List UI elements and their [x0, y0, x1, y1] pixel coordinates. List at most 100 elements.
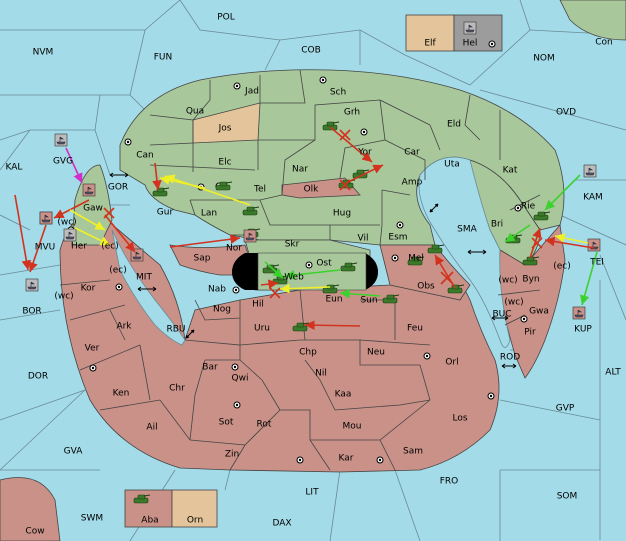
svg-text:Web: Web — [284, 273, 304, 283]
svg-text:Elc: Elc — [218, 158, 231, 168]
land-cow[interactable] — [0, 477, 61, 541]
svg-text:Orl: Orl — [445, 358, 458, 368]
svg-text:Bri: Bri — [491, 220, 503, 230]
orders-green — [264, 174, 598, 306]
svg-text:Jos: Jos — [218, 124, 232, 134]
svg-text:Mel: Mel — [408, 254, 424, 264]
legend-elf-box — [405, 14, 455, 52]
sea-labels: POL COB FUN NVM NOM Con OVD KAL GVG GOR … — [6, 13, 622, 537]
coast-labels: (wc) (ec) (ec) (wc) (ec) (wc) (wc) — [54, 218, 570, 308]
fleet-icon — [463, 21, 477, 35]
svg-text:Zin: Zin — [225, 450, 239, 460]
svg-text:Nog: Nog — [213, 305, 231, 315]
legend-orn-label: Orn — [187, 516, 203, 526]
svg-text:Pir: Pir — [524, 328, 536, 338]
svg-text:Byn: Byn — [522, 275, 539, 285]
sea-lit: LIT — [305, 488, 319, 498]
svg-text:(wc): (wc) — [54, 292, 73, 302]
svg-text:Kar: Kar — [339, 454, 354, 464]
svg-text:Nab: Nab — [208, 285, 226, 295]
sea-kal: KAL — [6, 163, 23, 173]
sea-fun: FUN — [154, 53, 173, 63]
svg-text:Sot: Sot — [219, 418, 234, 428]
svg-text:Chp: Chp — [299, 348, 317, 358]
sea-kup: KUP — [574, 325, 592, 335]
land-con-label: Con — [595, 38, 613, 48]
svg-text:Sap: Sap — [194, 254, 211, 264]
svg-text:Ken: Ken — [113, 389, 130, 399]
svg-text:Ost: Ost — [316, 259, 332, 269]
orders-red — [14, 126, 595, 330]
svg-text:(ec): (ec) — [553, 262, 571, 272]
svg-text:Eld: Eld — [447, 120, 461, 130]
svg-text:Nar: Nar — [292, 165, 308, 175]
svg-text:Kor: Kor — [81, 284, 96, 294]
svg-text:Bar: Bar — [202, 363, 218, 373]
sea-rbu-channel[interactable] — [111, 229, 186, 346]
sea-fro: FRO — [440, 477, 459, 487]
svg-text:Uru: Uru — [254, 324, 270, 334]
legend-aba-box — [124, 489, 173, 528]
svg-text:Neu: Neu — [367, 348, 385, 358]
svg-text:Kat: Kat — [503, 166, 518, 176]
svg-text:(ec): (ec) — [101, 242, 119, 252]
svg-text:Gur: Gur — [157, 208, 174, 218]
svg-text:Nor: Nor — [226, 244, 242, 254]
continent-south — [59, 209, 500, 473]
sea-swm: SWM — [81, 514, 103, 524]
sea-alt: ALT — [605, 368, 621, 378]
svg-text:Vil: Vil — [358, 234, 369, 244]
svg-text:Gwa: Gwa — [529, 307, 549, 317]
svg-text:Los: Los — [452, 414, 467, 424]
svg-text:Kaa: Kaa — [335, 390, 352, 400]
svg-text:Amp: Amp — [402, 178, 423, 188]
sea-sma: SMA — [457, 225, 477, 235]
sea-tei: TEI — [589, 258, 604, 268]
sea-gvg: GVG — [53, 157, 73, 167]
svg-text:Car: Car — [404, 148, 420, 158]
svg-text:Obs: Obs — [417, 282, 435, 292]
legend-elf-label: Elf — [424, 39, 436, 49]
svg-text:Tel: Tel — [253, 185, 266, 195]
sea-dor: DOR — [28, 372, 48, 382]
sea-ovd: OVD — [556, 108, 576, 118]
straits — [109, 172, 517, 369]
svg-text:Feu: Feu — [407, 324, 423, 334]
svg-text:Lan: Lan — [201, 209, 217, 219]
territory-borders — [149, 69, 541, 246]
land-cow-label: Cow — [25, 527, 44, 537]
svg-text:Ark: Ark — [116, 322, 132, 332]
sea-gvp: GVP — [556, 404, 575, 414]
sea-pol: POL — [217, 13, 235, 23]
svg-text:Ail: Ail — [146, 423, 157, 433]
svg-text:Hil: Hil — [252, 300, 264, 310]
svg-text:Mou: Mou — [343, 422, 362, 432]
sea-som: SOM — [557, 492, 578, 502]
svg-text:Gaw: Gaw — [83, 204, 103, 214]
svg-text:Eun: Eun — [325, 295, 342, 305]
sea-rbu: RBU — [166, 325, 185, 335]
svg-text:Her: Her — [71, 242, 87, 252]
svg-text:(ec): (ec) — [109, 266, 127, 276]
sea-bor: BOR — [22, 307, 41, 317]
territory-borders-south — [59, 279, 541, 471]
svg-text:Hug: Hug — [333, 209, 351, 219]
svg-text:Qua: Qua — [186, 107, 204, 117]
svg-text:Rie: Rie — [521, 202, 536, 212]
orders-yellow — [69, 174, 589, 294]
sea-buc: BUC — [492, 310, 511, 320]
svg-text:Qwi: Qwi — [232, 374, 249, 384]
sea-mit: MIT — [136, 273, 152, 283]
sea-sma-channel[interactable] — [418, 156, 511, 348]
sea-kam: KAM — [583, 193, 603, 203]
legend-orn-box — [171, 489, 218, 528]
svg-text:(wc): (wc) — [498, 276, 517, 286]
sea-dax: DAX — [272, 519, 291, 529]
svg-text:Chr: Chr — [169, 384, 185, 394]
legend-aba-label: Aba — [141, 516, 158, 526]
svg-text:MVU: MVU — [35, 243, 56, 253]
sea-gor: GOR — [108, 183, 128, 193]
svg-text:Rot: Rot — [257, 420, 272, 430]
land-labels: Jad Sch Qua Jos Grh Eld Can Elc Nar Yor … — [35, 87, 549, 464]
svg-text:Yor: Yor — [357, 148, 372, 158]
